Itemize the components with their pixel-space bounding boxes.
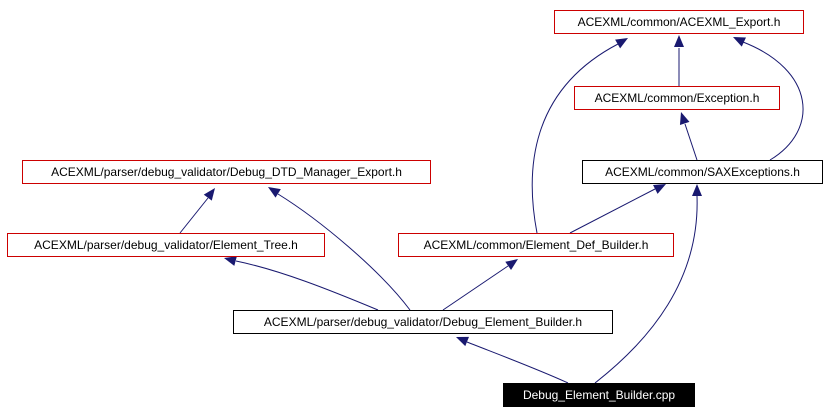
arrowhead-debug_element_builder_h-to-element_tree (224, 256, 237, 266)
arrowhead-debug_element_builder_h-to-element_def_builder (505, 259, 518, 270)
arrowhead-element_def_builder-to-acexml_export (615, 38, 628, 49)
node-dtd-manager-export[interactable]: ACEXML/parser/debug_validator/Debug_DTD_… (22, 160, 431, 184)
edge-element_def_builder-to-acexml_export (531, 43, 619, 234)
edge-saxexceptions-to-acexml_export (742, 41, 804, 161)
edge-debug_element_builder_h-to-element_def_builder (442, 265, 509, 311)
arrowhead-element_tree-to-dtd_manager_export (203, 188, 215, 201)
edge-debug_element_builder_cpp-to-debug_element_builder_h (466, 341, 569, 384)
node-debug-element-builder-cpp[interactable]: Debug_Element_Builder.cpp (503, 383, 695, 407)
node-acexml-export[interactable]: ACEXML/common/ACEXML_Export.h (554, 10, 804, 34)
node-saxexceptions[interactable]: ACEXML/common/SAXExceptions.h (582, 160, 823, 184)
edge-element_def_builder-to-saxexceptions (569, 188, 656, 234)
edge-debug_element_builder_h-to-element_tree (235, 260, 379, 311)
node-element-tree[interactable]: ACEXML/parser/debug_validator/Element_Tr… (7, 233, 325, 257)
arrowhead-debug_element_builder_cpp-to-saxexceptions (692, 184, 702, 196)
arrowhead-saxexceptions-to-exception (679, 112, 690, 125)
arrowhead-exception-to-acexml_export (674, 35, 684, 47)
arrowhead-debug_element_builder_h-to-dtd_manager_export (268, 187, 281, 198)
arrowhead-element_def_builder-to-saxexceptions (653, 184, 666, 194)
node-element-def-builder[interactable]: ACEXML/common/Element_Def_Builder.h (398, 233, 674, 257)
edge-debug_element_builder_cpp-to-saxexceptions (594, 195, 698, 384)
arrowhead-saxexceptions-to-acexml_export (733, 37, 746, 47)
arrowhead-debug_element_builder_cpp-to-debug_element_builder_h (456, 336, 469, 347)
edge-saxexceptions-to-exception (684, 123, 698, 161)
node-debug-element-builder-h[interactable]: ACEXML/parser/debug_validator/Debug_Elem… (233, 310, 613, 334)
edge-debug_element_builder_h-to-dtd_manager_export (277, 193, 411, 311)
edge-element_tree-to-dtd_manager_export (179, 197, 209, 234)
node-exception[interactable]: ACEXML/common/Exception.h (574, 86, 780, 110)
